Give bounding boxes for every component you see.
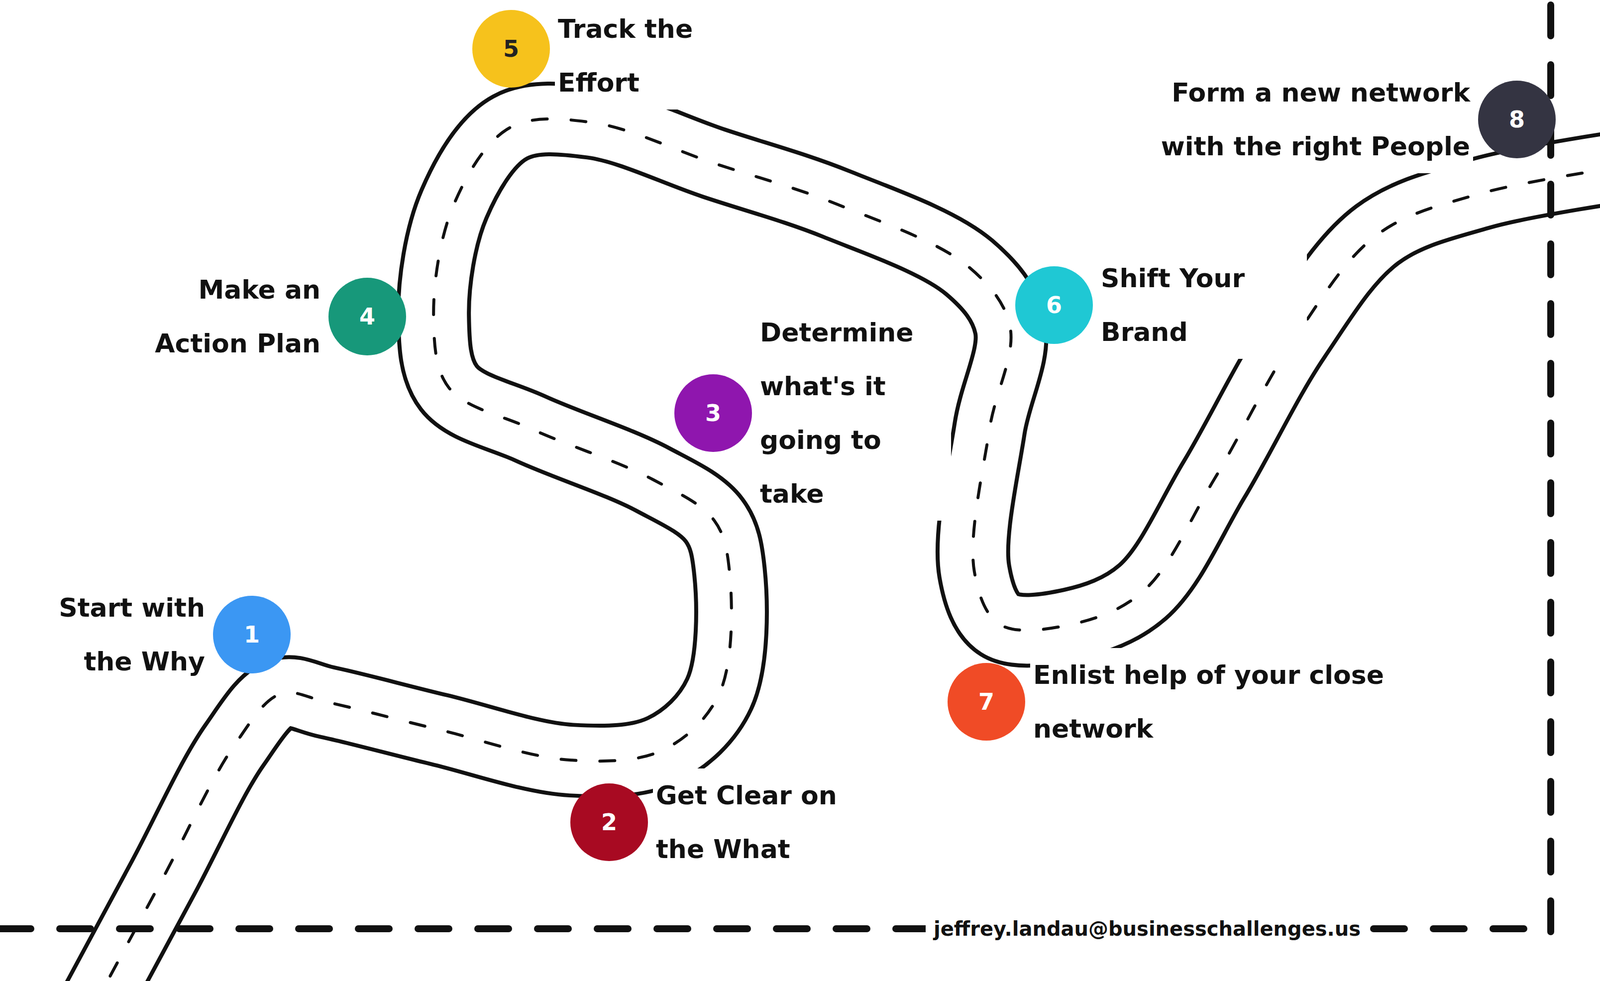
step-circle-fill (213, 595, 291, 674)
road-centre-line (92, 118, 1600, 981)
step-label: Start with the Why (3, 580, 209, 689)
step-number: 3 (674, 374, 752, 452)
step-label: Get Clear on the What (652, 768, 892, 876)
step-circle-fill (947, 662, 1026, 741)
step-label: Shift Your Brand (1097, 251, 1307, 359)
step-marker: 6Shift Your Brand (1015, 266, 1093, 344)
step-label: Enlist help of your close network (1030, 647, 1389, 756)
step-circle-fill (472, 9, 550, 88)
step-circle-fill (1478, 80, 1556, 159)
step-marker: 3Determine what's it going to take (674, 374, 752, 452)
step-number: 6 (1015, 266, 1093, 344)
step-label: Form a new network with the right People (1104, 65, 1474, 174)
step-marker: 7Enlist help of your close network (947, 662, 1026, 741)
step-marker: 5Track the Effort (472, 9, 550, 88)
step-marker: 1Start with the Why (213, 595, 291, 674)
step-number: 8 (1478, 80, 1556, 159)
step-marker: 8Form a new network with the right Peopl… (1478, 80, 1556, 159)
step-number: 7 (947, 662, 1026, 741)
step-circle-fill (328, 277, 407, 356)
step-number: 2 (570, 783, 648, 861)
step-circle-fill (674, 374, 752, 452)
step-label: Determine what's it going to take (756, 305, 952, 521)
step-number: 4 (328, 277, 407, 356)
step-number: 1 (213, 595, 291, 674)
dashed-border (1547, 4, 1555, 946)
contact-email: jeffrey.landau@businesschallenges.us (925, 915, 1369, 943)
road-edge (92, 118, 1600, 981)
step-circle-fill (1015, 266, 1093, 344)
road-surface (92, 118, 1600, 981)
step-number: 5 (472, 9, 550, 88)
step-circle-fill (570, 783, 648, 861)
step-label: Make an Action Plan (114, 262, 324, 371)
step-marker: 4Make an Action Plan (328, 277, 407, 356)
step-label: Track the Effort (554, 1, 754, 110)
step-marker: 2Get Clear on the What (570, 783, 648, 861)
